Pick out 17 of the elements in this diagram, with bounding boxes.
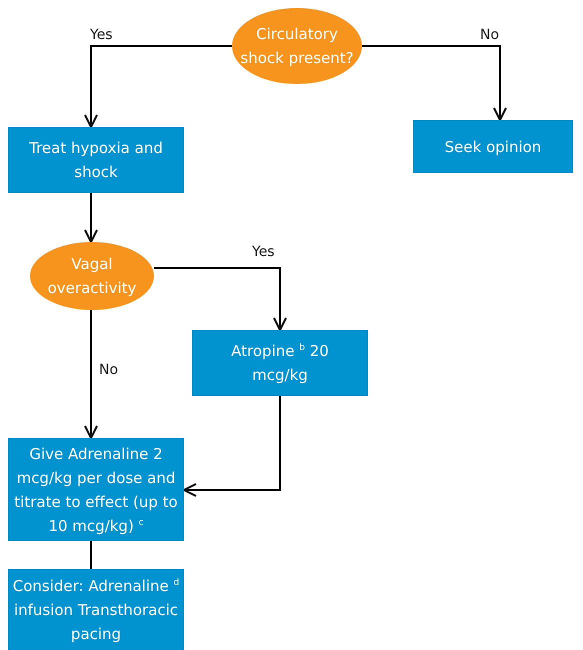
arrow bbox=[84, 310, 98, 439]
arrow bbox=[362, 45, 507, 121]
process-box bbox=[8, 569, 184, 650]
node-text: Give Adrenaline 2 mcg/kg per dose and titrate to effect (up to 10 mcg/kg) $^{c}$ bbox=[13, 444, 179, 536]
node-text: Circulatory shock present? bbox=[240, 24, 354, 69]
node-text: Vagal overactivity bbox=[46, 254, 138, 299]
process-box bbox=[413, 120, 573, 173]
arrow bbox=[183, 396, 281, 497]
process-box bbox=[8, 127, 184, 193]
arrow bbox=[84, 45, 232, 128]
arrow bbox=[84, 193, 98, 243]
arrow bbox=[154, 267, 287, 331]
node-text: Seek opinion bbox=[444, 136, 542, 158]
node-text: Treat hypoxia and shock bbox=[28, 138, 164, 183]
process-box bbox=[192, 330, 368, 396]
node-text: Atropine $^{b}$ 20 mcg/kg bbox=[230, 341, 330, 386]
node-text: Consider: Adrenaline $^{d}$ infusion Transthoracic pacing bbox=[12, 576, 180, 644]
